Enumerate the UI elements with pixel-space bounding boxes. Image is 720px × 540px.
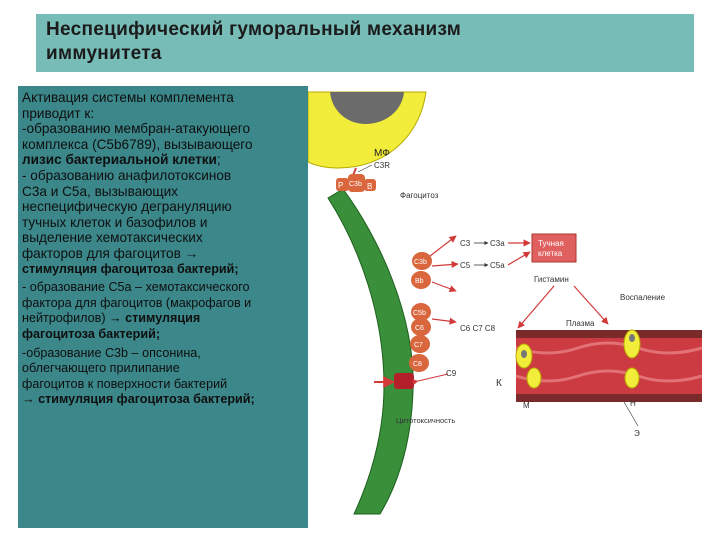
title-line-1: Неспецифический гуморальный механизм [46,19,462,40]
n-label: Н [630,399,636,408]
bold-phrase: стимуляция [125,311,201,326]
c3r-label: C3R [374,161,390,170]
text-line: приводит к: [22,105,95,121]
m-label: М [523,401,530,410]
c5a-label: C5a [490,261,505,270]
page-title: Неспецифический гуморальный механизм имм… [46,18,461,66]
blood-vessel [516,338,702,394]
svg-text:C3b: C3b [414,259,427,266]
svg-text:C3b: C3b [349,181,362,188]
text-line: фагоцитоза бактерий; [22,327,306,343]
c9-label: C9 [446,369,457,378]
text-line: стимуляция фагоцитоза бактерий; [22,262,306,278]
e-label: Э [634,429,640,438]
mast-cell-label-2: клетка [538,249,563,258]
svg-text:C8: C8 [413,361,422,368]
c7-blob [410,335,430,353]
c3b-blob [412,252,432,270]
phagocytosis-label: Фагоцитоз [400,191,439,200]
c3-label: C3 [460,239,471,248]
macrophage-nucleus [330,92,404,124]
p-protein [336,178,349,191]
svg-text:Bb: Bb [415,278,424,285]
complement-diagram: МФ C3R P C3b B Фагоцитоз C3b Bb C5b C6 C… [308,91,703,515]
histamine-label: Гистамин [534,275,569,284]
text-content: Активация системы комплемента приводит к… [22,90,306,408]
mast-cell-label-1: Тучная [538,239,564,248]
text-line: облегчающего прилипание [22,361,180,376]
c5b-blob [411,303,431,321]
text-line: факторов для фагоцитов → [22,245,199,261]
title-line-2: иммунитета [46,43,162,64]
text-line: -образование C3b – опсонина, [22,345,201,360]
text-line: -образованию мембран-атакующего [22,121,251,137]
text-line: Активация системы комплемента [22,90,234,105]
arrow-glyph: → [22,392,35,407]
bold-phrase: стимуляция фагоцитоза бактерий; [38,392,255,407]
text-line: → стимуляция фагоцитоза бактерий; [22,392,306,408]
plasma-label: Плазма [566,319,595,328]
text-line: - образование C5a – хемотаксического [22,280,250,295]
c3a-label: C3a [490,239,505,248]
monocyte [526,367,542,389]
bold-phrase: лизис бактериальной клетки [22,152,217,168]
c6-c7-c8-chain: C6 C7 C8 [460,324,496,333]
text-line: неспецифическую дегрануляцию [22,199,232,215]
text-line: комплекса (C5b6789), вызывающего [22,136,253,152]
text-line: фагоцитов к поверхности бактерий [22,376,228,391]
text-line: фактора для фагоцитов (макрофагов и [22,295,252,310]
svg-text:C7: C7 [414,342,423,349]
vessel-wall-top [516,330,702,338]
neutrophil [623,329,641,359]
c8-blob [409,354,429,372]
c3b-protein [348,174,365,192]
macrophage-cell [308,91,427,169]
svg-text:P: P [338,181,343,190]
text-fragment: нейтрофилов) → [22,311,122,326]
bacterial-wall [327,188,414,515]
text-panel: Активация системы комплемента приводит к… [18,86,308,528]
text-line: тучных клеток и базофилов и [22,214,208,230]
bold-phrase: стимуляция фагоцитоза бактерий; [22,261,239,276]
text-line: выделение хемотаксических [22,230,203,246]
text-line: лизис бактериальной клетки; [22,152,306,168]
mac-pore [394,373,414,389]
svg-text:B: B [367,182,372,191]
neutrophil-2 [624,367,640,389]
bb-blob [411,271,431,289]
mast-cell [531,233,577,263]
c6-blob [411,318,431,336]
title-bar: Неспецифический гуморальный механизм имм… [36,14,694,72]
text-line: С3а и С5а, вызывающих [22,183,178,199]
svg-text:C5b: C5b [413,310,426,317]
vessel-wall-bottom [516,394,702,402]
c5-label: C5 [460,261,471,270]
text-line: - образованию анафилотоксинов [22,167,232,183]
mf-label: МФ [374,148,390,159]
svg-text:C6: C6 [415,325,424,332]
punct: ; [216,152,221,168]
bold-phrase: фагоцитоза бактерий; [22,326,161,341]
inflammation-label: Воспаление [620,293,666,302]
cytotoxicity-label: Цитотоксичность [396,416,455,425]
k-label: К [496,378,502,389]
text-line: нейтрофилов) → стимуляция [22,311,306,327]
b-protein [364,179,376,191]
